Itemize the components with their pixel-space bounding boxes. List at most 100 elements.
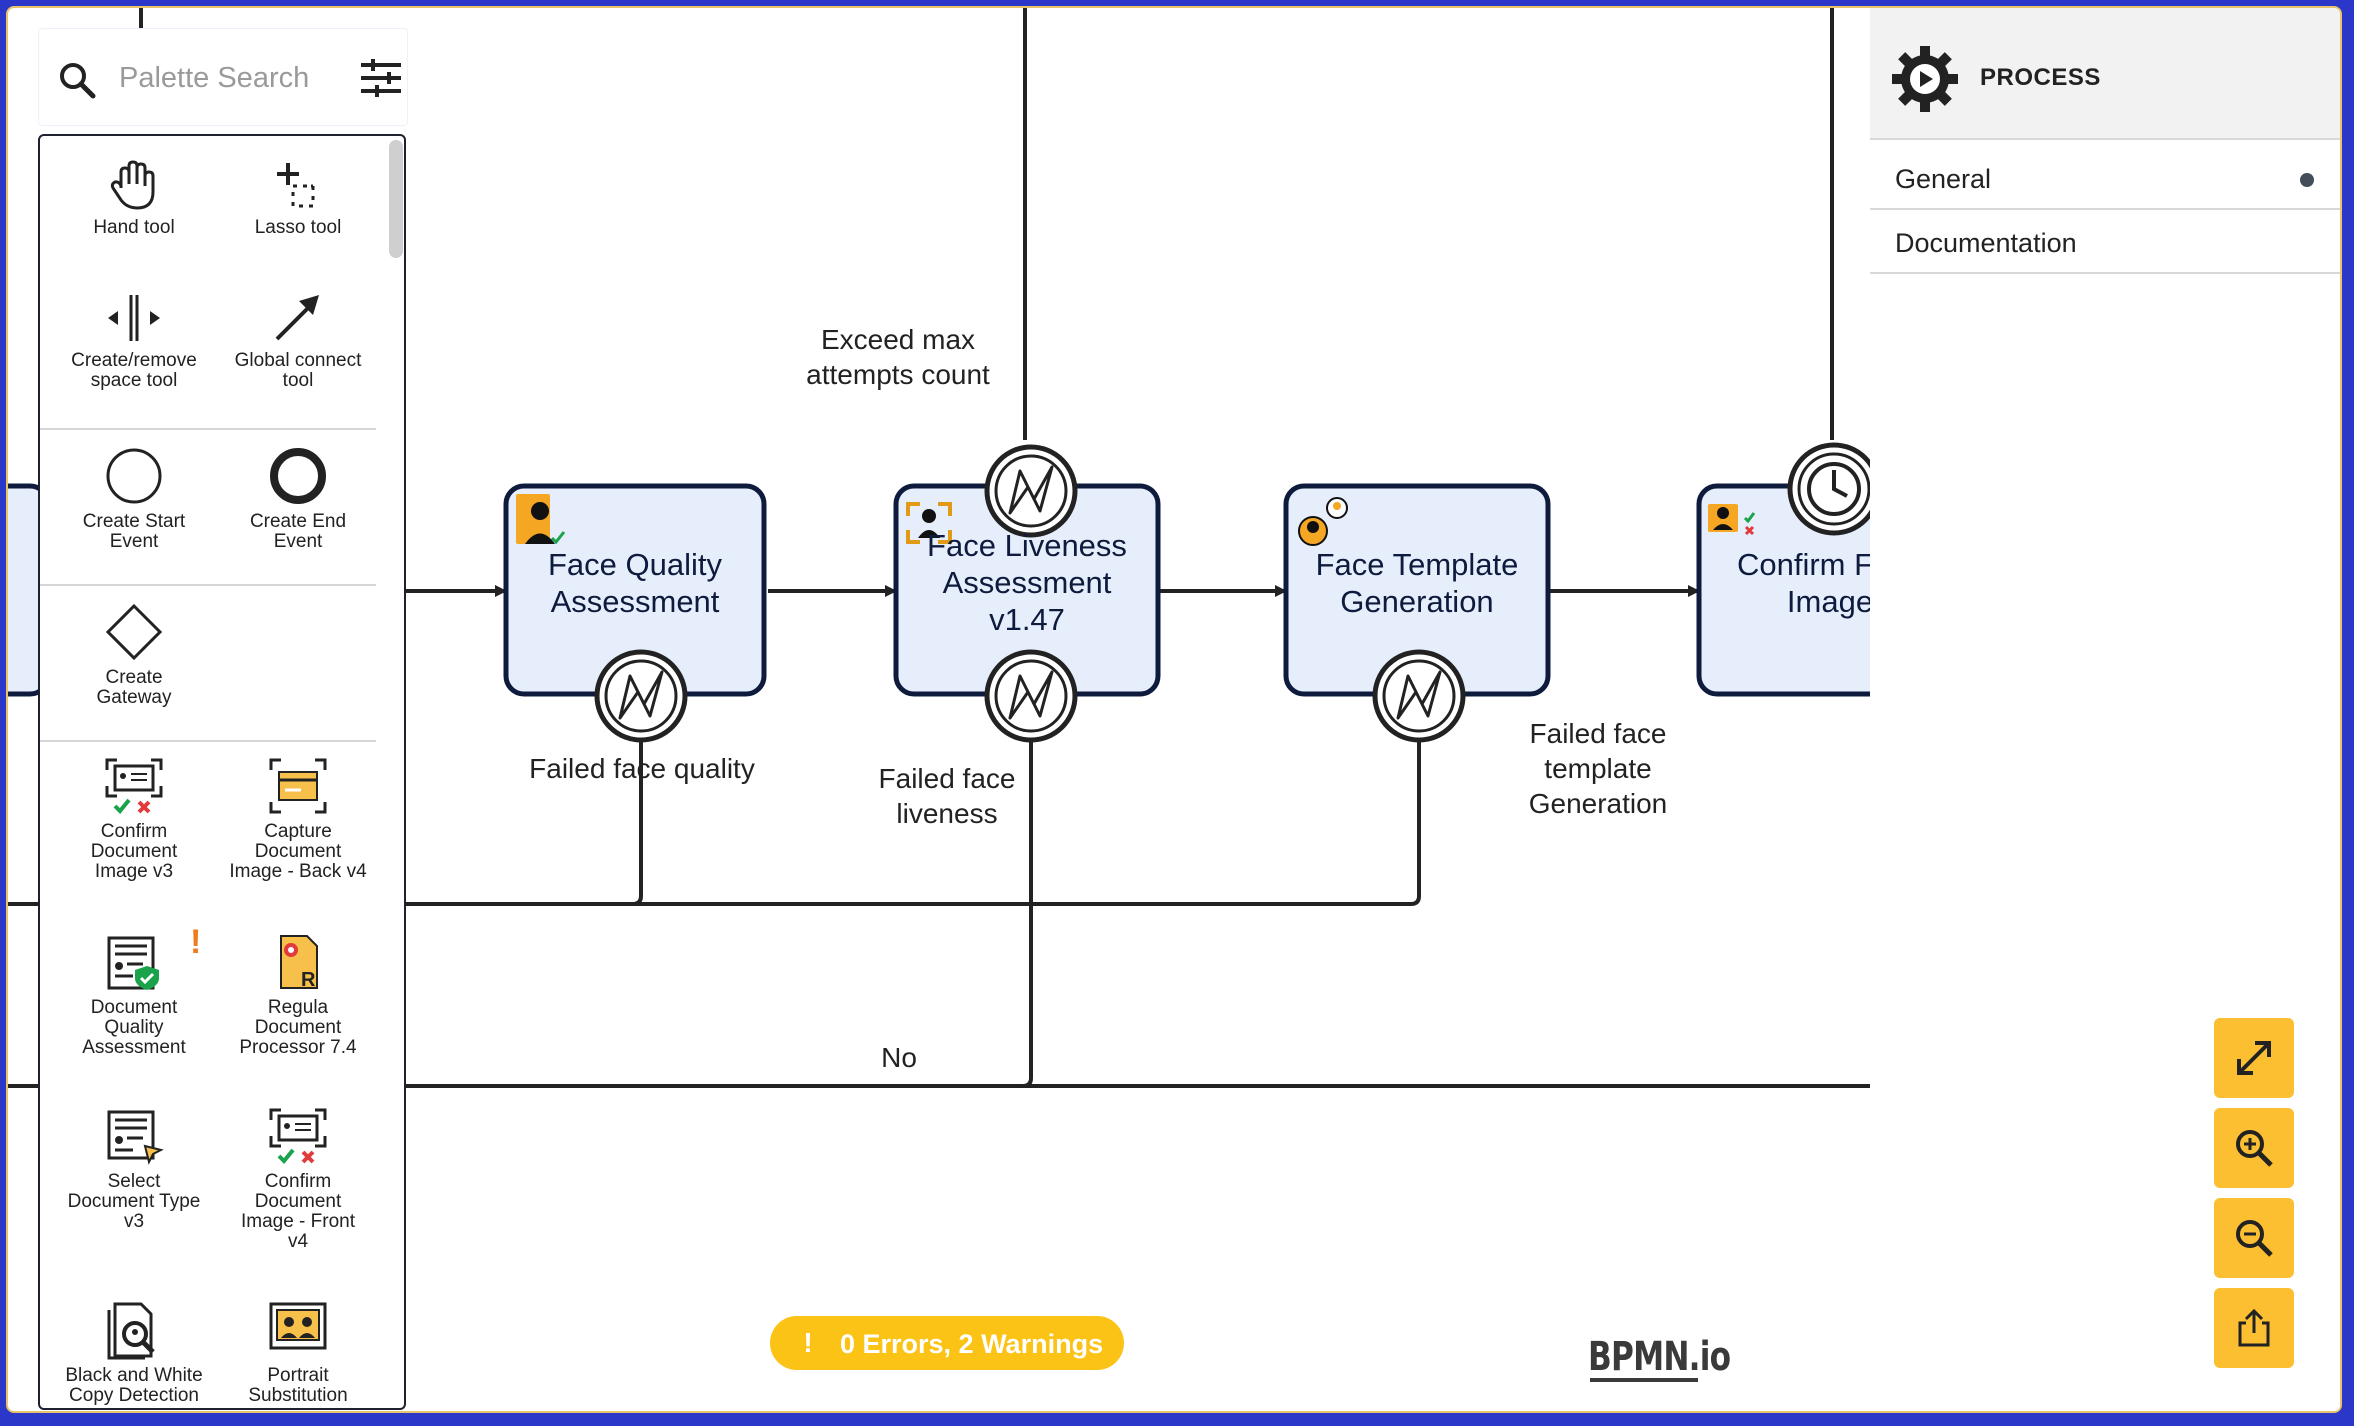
bpmn-io-logo-underline <box>1590 1378 1698 1382</box>
props-group-label: General <box>1895 164 1992 194</box>
error-boundary-event[interactable] <box>984 444 1078 538</box>
timer-boundary-event[interactable] <box>1787 442 1881 536</box>
start-event-icon <box>106 448 162 504</box>
error-boundary-event[interactable] <box>984 649 1078 743</box>
validation-status-text: 0 Errors, 2 Warnings <box>840 1329 1104 1359</box>
palette-item-label: Document Quality Assessment <box>82 997 186 1058</box>
error-boundary-event[interactable] <box>594 649 688 743</box>
label-line: v1.47 <box>989 602 1065 637</box>
palette-divider <box>40 740 376 742</box>
hand-icon <box>110 160 155 210</box>
label-line: template <box>1544 753 1651 784</box>
palette-item-label: Black and White Copy Detection <box>65 1365 203 1406</box>
label-line: Generation <box>1529 788 1668 819</box>
label-failed-quality: Failed face quality <box>529 753 755 784</box>
palette-item-label: Create/remove space tool <box>71 350 197 391</box>
label-line: Assessment <box>943 565 1112 600</box>
palette-item-label: Select Document Type v3 <box>67 1171 201 1232</box>
end-event-icon <box>270 448 326 504</box>
palette-bw-copy-detection[interactable]: Black and White Copy Detection <box>54 1300 214 1406</box>
validation-status-button[interactable]: ! 0 Errors, 2 Warnings <box>770 1316 1124 1370</box>
palette-divider <box>40 584 376 586</box>
props-group-general[interactable]: General <box>1870 148 2340 210</box>
connect-arrow-icon <box>275 295 319 341</box>
palette-global-connect-tool[interactable]: Global connect tool <box>218 291 378 391</box>
palette-select-document-type-v3[interactable]: Select Document Type v3 <box>54 1106 214 1232</box>
label-line: Image <box>1787 584 1873 619</box>
palette-regula-document-processor[interactable]: R Regula Document Processor 7.4 <box>218 932 378 1058</box>
document-quality-icon <box>107 936 159 990</box>
palette-capture-document-back-v4[interactable]: Capture Document Image - Back v4 <box>218 756 378 882</box>
portrait-substitution-icon <box>269 1302 327 1350</box>
search-icon <box>60 63 96 99</box>
document-confirm-icon <box>269 1108 327 1164</box>
palette-search-bar <box>38 28 408 126</box>
zoom-out-button[interactable] <box>2214 1198 2294 1278</box>
palette-create-start-event[interactable]: Create Start Event <box>54 446 214 552</box>
palette-document-quality-assessment[interactable]: Document Quality Assessment <box>54 932 214 1058</box>
properties-title: PROCESS <box>1980 64 2101 91</box>
copy-detection-icon <box>107 1302 155 1360</box>
svg-text:R: R <box>301 969 316 991</box>
error-boundary-event[interactable] <box>1372 649 1466 743</box>
palette-create-gateway[interactable]: Create Gateway <box>54 602 214 708</box>
label-exceed-max: Exceed max attempts count <box>806 324 990 390</box>
regula-document-icon: R <box>280 935 318 991</box>
palette-item-label: Confirm Document Image v3 <box>90 821 178 882</box>
document-capture-icon <box>269 758 327 814</box>
palette-item-label: Regula Document Processor 7.4 <box>239 997 357 1058</box>
palette-item-label: Global connect tool <box>234 350 362 391</box>
label-line: Generation <box>1340 584 1493 619</box>
palette-lasso-tool[interactable]: Lasso tool <box>218 158 378 238</box>
palette-search-input[interactable] <box>117 55 336 101</box>
palette-divider <box>40 428 376 430</box>
palette-warning-icon: ! <box>190 923 202 961</box>
label-line: Failed face <box>879 763 1016 794</box>
error-flow[interactable] <box>8 736 1421 906</box>
label-line: Face Template <box>1316 547 1519 582</box>
palette-space-tool[interactable]: Create/remove space tool <box>54 291 214 391</box>
document-confirm-icon <box>105 758 163 814</box>
props-group-label: Documentation <box>1895 228 2077 258</box>
props-group-documentation[interactable]: Documentation <box>1870 212 2340 274</box>
share-icon <box>2238 1308 2270 1347</box>
label-line: attempts count <box>806 359 990 390</box>
palette-create-end-event[interactable]: Create End Event <box>218 446 378 552</box>
label-line: Face Liveness <box>927 528 1127 563</box>
export-button[interactable] <box>2214 1288 2294 1368</box>
gateway-diamond-icon <box>105 603 163 661</box>
palette-item-label: Hand tool <box>93 217 175 238</box>
zoom-out-icon <box>2236 1220 2273 1257</box>
tool-palette: Hand tool Lasso tool Create/remove space… <box>38 134 406 1410</box>
expand-icon <box>2237 1041 2271 1075</box>
palette-hand-tool[interactable]: Hand tool <box>54 158 214 238</box>
document-select-icon <box>107 1110 164 1165</box>
zoom-in-icon <box>2236 1130 2273 1167</box>
label-line: Exceed max <box>821 324 975 355</box>
confirm-face-icon <box>1708 504 1756 536</box>
filter-sliders-icon[interactable] <box>359 59 403 97</box>
zoom-in-button[interactable] <box>2214 1108 2294 1188</box>
palette-confirm-document-front-v4[interactable]: Confirm Document Image - Front v4 <box>218 1106 378 1252</box>
lasso-icon <box>277 163 315 208</box>
label-line: Assessment <box>551 584 720 619</box>
palette-confirm-document-image-v3[interactable]: Confirm Document Image v3 <box>54 756 214 882</box>
space-tool-icon <box>108 295 160 341</box>
face-template-icon <box>1298 497 1348 546</box>
fit-viewport-button[interactable] <box>2214 1018 2294 1098</box>
label-no: No <box>881 1042 917 1073</box>
bpmn-io-logo[interactable]: BPMN.io <box>1588 1334 1731 1380</box>
palette-portrait-substitution[interactable]: Portrait Substitution <box>218 1300 378 1406</box>
palette-item-label: Portrait Substitution <box>248 1365 348 1406</box>
palette-item-label: Create End Event <box>249 511 347 552</box>
face-quality-icon <box>516 494 566 545</box>
palette-scrollbar[interactable] <box>389 140 403 258</box>
palette-item-label: Create Start Event <box>82 511 186 552</box>
properties-header: PROCESS <box>1870 8 2340 140</box>
label-line: No <box>881 1042 917 1073</box>
